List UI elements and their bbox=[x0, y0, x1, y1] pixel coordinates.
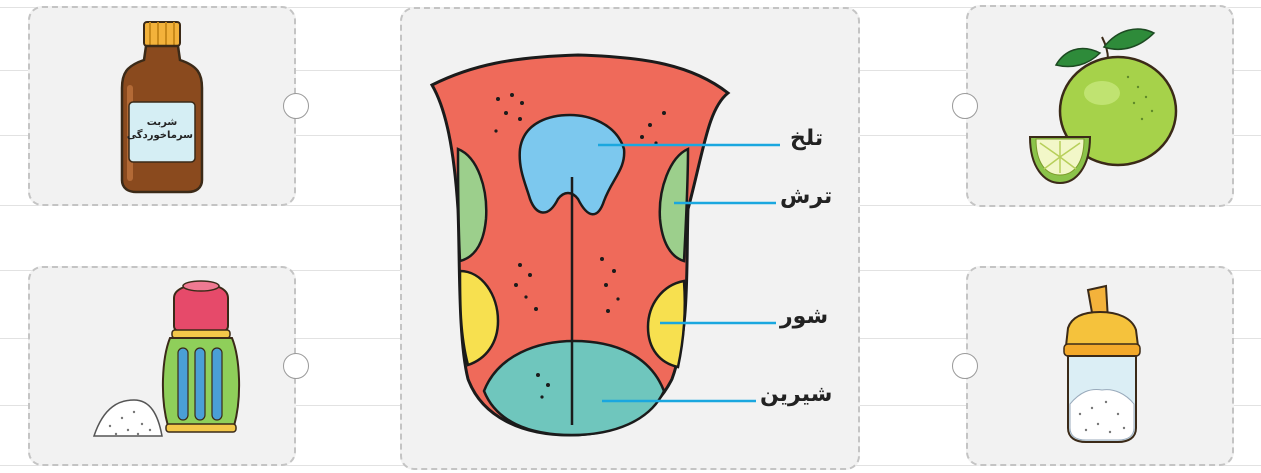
label-sweet: شیرین bbox=[760, 382, 832, 407]
salt-card[interactable] bbox=[28, 266, 296, 466]
sugar-dispenser-icon bbox=[968, 268, 1236, 468]
label-bitter: تلخ bbox=[790, 126, 823, 151]
label-sour: ترش bbox=[780, 184, 832, 209]
tongue-card: تلخ ترش شور شیرین bbox=[400, 7, 860, 470]
match-dot-lemon[interactable] bbox=[952, 93, 978, 119]
match-dot-sugar[interactable] bbox=[952, 353, 978, 379]
match-dot-salt[interactable] bbox=[283, 353, 309, 379]
syrup-card[interactable]: شربت سرماخوردگی bbox=[28, 6, 296, 206]
salt-shaker-icon bbox=[30, 268, 298, 468]
syrup-label-text: شربت سرماخوردگی bbox=[131, 116, 193, 142]
syrup-bottle-icon bbox=[30, 8, 298, 208]
lemon-card[interactable] bbox=[966, 5, 1234, 207]
match-dot-syrup[interactable] bbox=[283, 93, 309, 119]
lemon-icon bbox=[968, 7, 1236, 209]
sugar-card[interactable] bbox=[966, 266, 1234, 466]
label-salty: شور bbox=[780, 304, 828, 329]
